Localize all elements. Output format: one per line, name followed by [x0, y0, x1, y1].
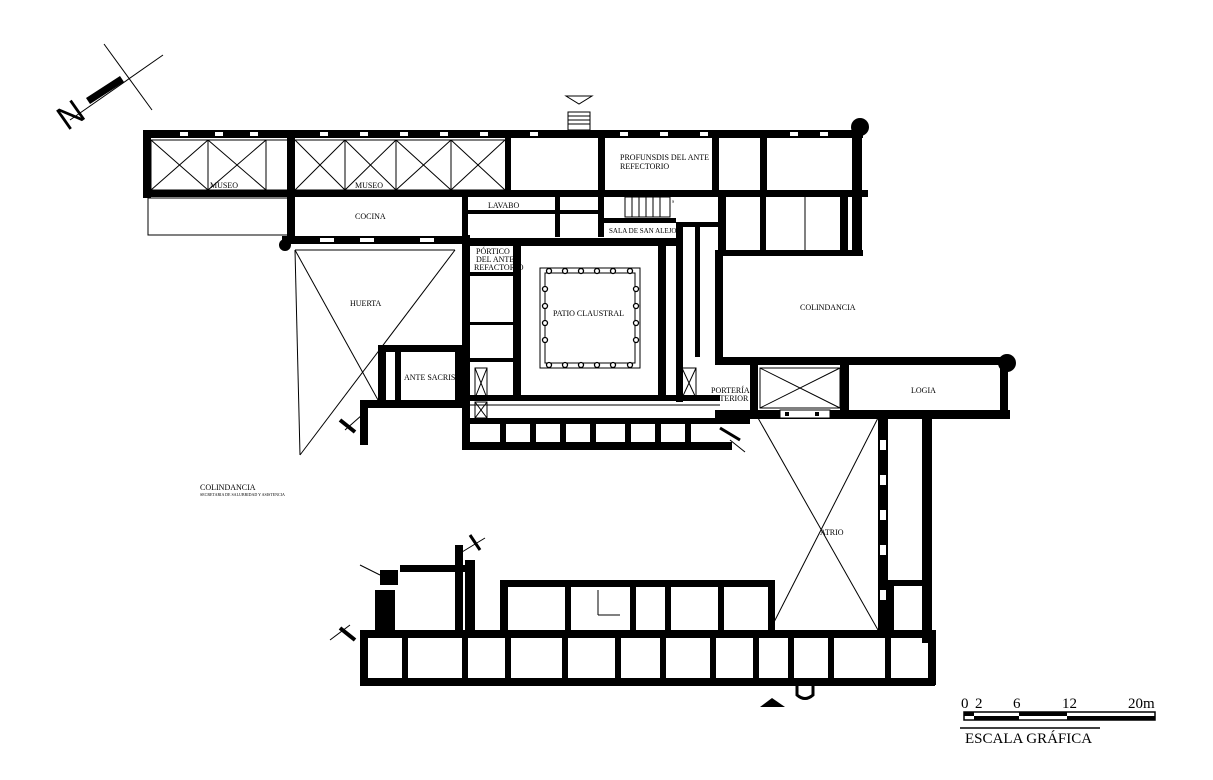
label-profundis-2: REFECTORIO: [620, 162, 669, 171]
label-museo-1: MUSEO: [210, 181, 238, 190]
gallery-vaults: [147, 139, 507, 236]
scale-tick-12: 12: [1062, 696, 1077, 712]
scale-title: ESCALA GRÁFICA: [965, 730, 1092, 747]
north-arrow-icon: N: [50, 43, 164, 138]
label-sala-san-alejo: SALA DE SAN ALEJO: [609, 227, 676, 235]
atrio-area: [757, 417, 932, 643]
patio-claustral: [539, 267, 641, 369]
label-profundis-1: PROFUNSDIS DEL ANTE: [620, 153, 709, 162]
label-colindancia-west: COLINDANCIA: [200, 483, 256, 492]
label-colindancia-west-sub: SECRETARIA DE SALUBRIDAD Y ASISTENCIA: [200, 492, 285, 497]
label-atrio: ATRIO: [820, 528, 844, 537]
label-ante-sacristia: ANTE SACRISTÍA: [404, 372, 469, 382]
entry-stair: [567, 111, 591, 131]
scale-tick-6: 6: [1013, 696, 1021, 712]
label-portico-3: REFACTORIO: [474, 263, 524, 272]
east-block: [718, 190, 863, 256]
label-porteria-1: PORTERÍA: [711, 385, 750, 395]
label-lavabo: LAVABO: [488, 201, 519, 210]
stair-mark: S: [672, 199, 674, 204]
south-wing: [329, 534, 936, 707]
north-label: N: [50, 93, 92, 138]
label-museo-2: MUSEO: [355, 181, 383, 190]
scale-tick-2: 2: [975, 696, 983, 712]
label-patio-claustral: PATIO CLAUSTRAL: [553, 309, 624, 318]
label-colindancia-east: COLINDANCIA: [800, 303, 856, 312]
room-labels: MUSEO MUSEO PROFUNSDIS DEL ANTE REFECTOR…: [200, 153, 936, 537]
label-cocina: COCINA: [355, 212, 386, 221]
cloister: [462, 222, 750, 453]
label-porteria-2: INTERIOR: [711, 394, 749, 403]
label-portico-2: DEL ANTE: [476, 255, 514, 264]
scale-tick-20m: 20m: [1128, 696, 1155, 712]
entrance-marker-top-icon: [564, 95, 594, 105]
scale-tick-0: 0: [961, 696, 969, 712]
label-huerta: HUERTA: [350, 299, 382, 308]
label-logia: LOGIA: [911, 386, 936, 395]
kitchen-row: S: [279, 196, 676, 251]
porteria-logia-block: [715, 354, 1016, 419]
ante-sacristia-block: [338, 345, 470, 445]
huerta-area: [294, 249, 456, 456]
scale-bar: 0 2 6 12 20m ESCALA GRÁFICA: [960, 696, 1156, 747]
label-portico-1: PÓRTICO: [476, 246, 510, 256]
